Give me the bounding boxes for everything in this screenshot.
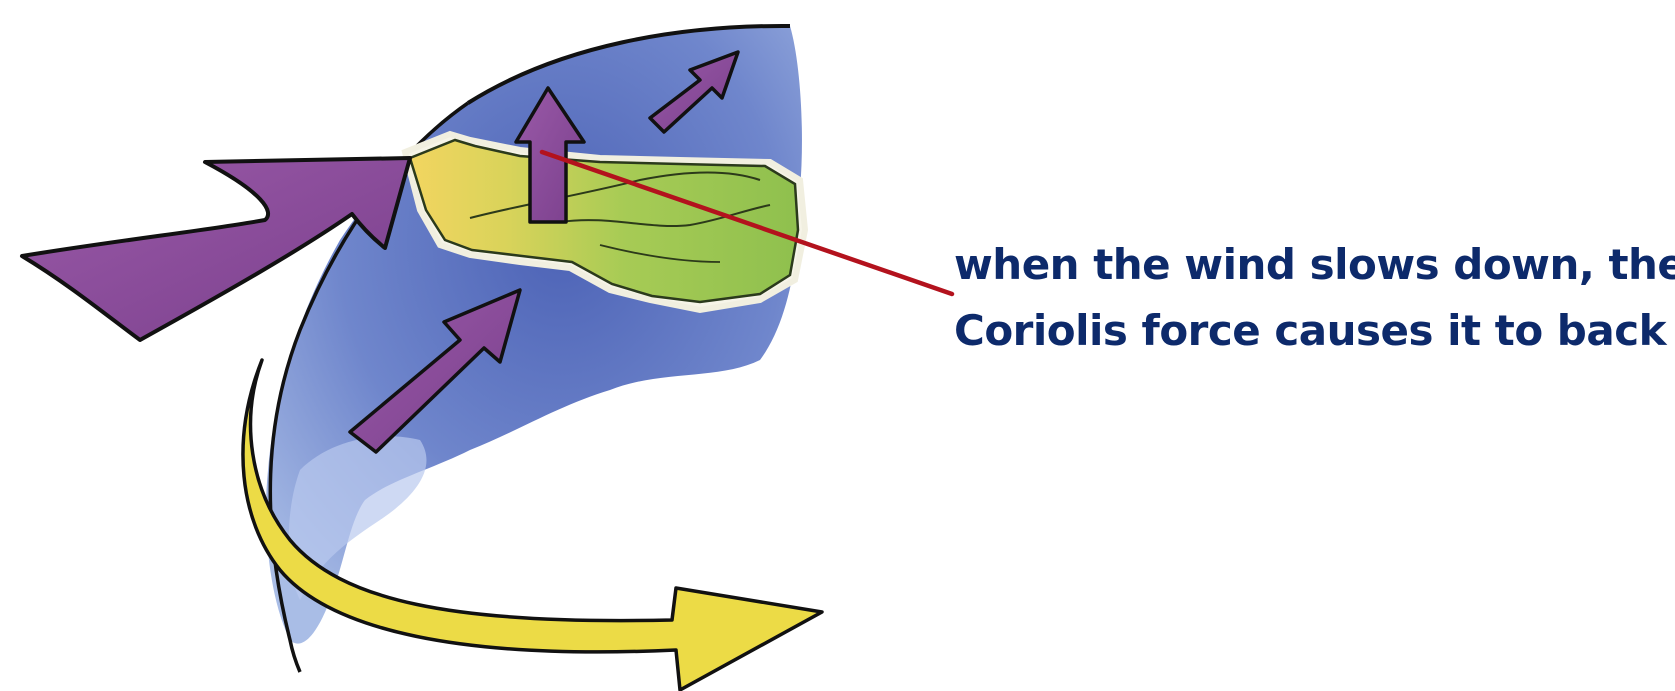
caption-line-1: when the wind slows down, the xyxy=(954,232,1654,298)
caption: when the wind slows down, the Coriolis f… xyxy=(954,232,1654,364)
caption-line-2: Coriolis force causes it to back xyxy=(954,298,1654,364)
